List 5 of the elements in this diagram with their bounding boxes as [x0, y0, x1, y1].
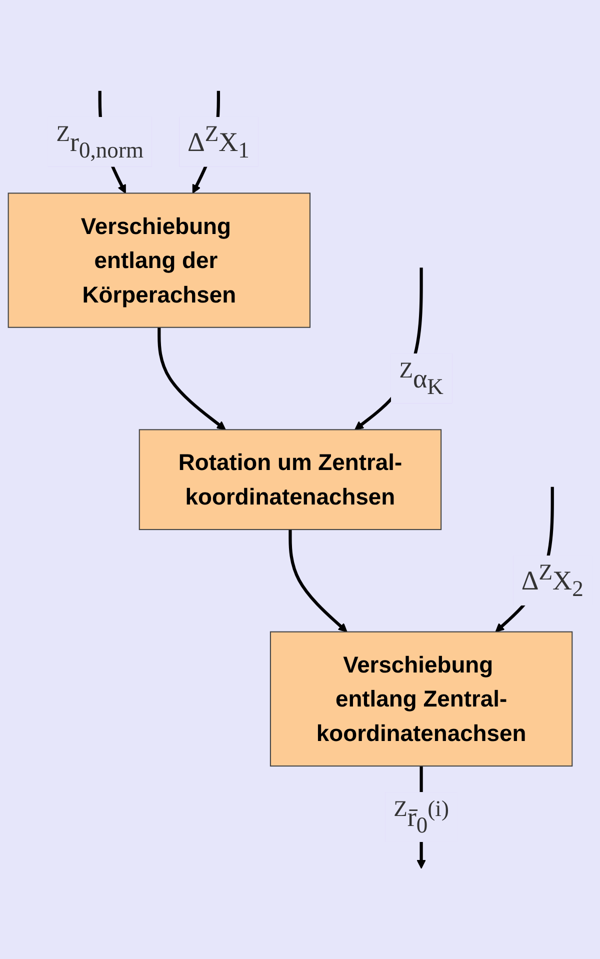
process-box: Verschiebung entlang Zentral-koordinatenachsen: [270, 631, 573, 766]
process-box: Verschiebung entlang der Körperachsen: [8, 192, 310, 328]
arrow: [158, 327, 226, 430]
process-box: Rotation um Zentral-koordinatenachsen: [138, 429, 442, 530]
arrow: [288, 529, 348, 632]
